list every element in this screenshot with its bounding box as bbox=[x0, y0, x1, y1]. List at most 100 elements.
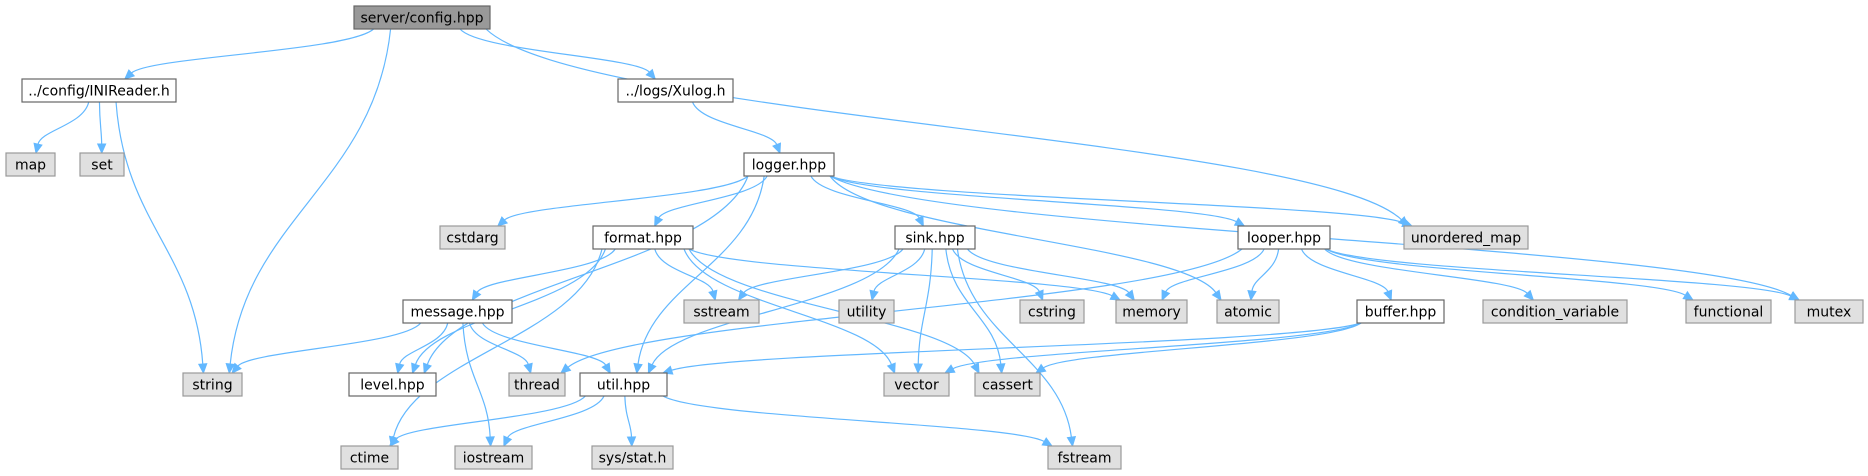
edge-looper-to-memory bbox=[1161, 248, 1265, 302]
node-box-ctime bbox=[340, 445, 399, 470]
edge-sink-to-fstream bbox=[956, 248, 1077, 448]
node-label-sysstat: sys/stat.h bbox=[599, 451, 667, 467]
node-box-iostream bbox=[454, 445, 533, 470]
edge-logger-to-format bbox=[654, 175, 768, 228]
edge-sink-to-utility bbox=[869, 248, 926, 302]
node-fstream: fstream bbox=[1047, 445, 1122, 470]
node-label-thread: thread bbox=[514, 378, 560, 394]
edge-buffer-to-vector bbox=[943, 322, 1362, 374]
node-cassert: cassert bbox=[974, 372, 1041, 397]
node-label-looper: looper.hpp bbox=[1247, 231, 1321, 247]
node-config[interactable]: server/config.hpp bbox=[353, 5, 491, 30]
edge-format-to-cassert bbox=[688, 248, 980, 375]
node-box-buffer bbox=[1356, 299, 1445, 324]
node-xulog[interactable]: ../logs/Xulog.h bbox=[617, 78, 734, 103]
node-label-format: format.hpp bbox=[604, 231, 682, 247]
node-cstdarg: cstdarg bbox=[439, 225, 506, 250]
node-box-fstream bbox=[1047, 445, 1122, 470]
node-box-condition_variable bbox=[1482, 299, 1628, 324]
node-functional: functional bbox=[1685, 299, 1772, 324]
edge-sink-to-cassert bbox=[945, 248, 1006, 375]
node-utility: utility bbox=[838, 299, 895, 324]
node-box-unordered_map bbox=[1403, 225, 1529, 250]
edge-looper-to-mutex bbox=[1325, 248, 1801, 301]
node-label-cstring: cstring bbox=[1028, 305, 1076, 321]
node-box-cstring bbox=[1019, 299, 1085, 324]
node-label-vector: vector bbox=[894, 378, 939, 394]
node-logger[interactable]: logger.hpp bbox=[743, 152, 835, 177]
node-inireader[interactable]: ../config/INIReader.h bbox=[21, 78, 177, 103]
node-box-sysstat bbox=[591, 445, 674, 470]
node-level[interactable]: level.hpp bbox=[348, 372, 437, 397]
node-box-looper bbox=[1237, 225, 1331, 250]
edge-sink-to-sstream bbox=[737, 248, 904, 302]
node-box-format bbox=[592, 225, 694, 250]
edge-message-to-string bbox=[231, 322, 422, 374]
node-box-level bbox=[348, 372, 437, 397]
node-box-set bbox=[79, 152, 125, 177]
node-box-config bbox=[353, 5, 491, 30]
node-box-utility bbox=[838, 299, 895, 324]
edge-config-to-xulog bbox=[459, 28, 657, 80]
node-label-sstream: sstream bbox=[693, 305, 749, 321]
node-thread: thread bbox=[508, 372, 566, 397]
node-buffer[interactable]: buffer.hpp bbox=[1356, 299, 1445, 324]
node-label-cstdarg: cstdarg bbox=[446, 231, 498, 247]
edge-looper-to-buffer bbox=[1300, 248, 1393, 302]
node-box-functional bbox=[1685, 299, 1772, 324]
node-sysstat: sys/stat.h bbox=[591, 445, 674, 470]
node-label-unordered_map: unordered_map bbox=[1411, 231, 1521, 247]
node-label-mutex: mutex bbox=[1807, 305, 1852, 321]
edge-format-to-message bbox=[471, 248, 616, 302]
node-util[interactable]: util.hpp bbox=[579, 372, 668, 397]
node-label-memory: memory bbox=[1122, 305, 1181, 321]
edge-sink-to-vector bbox=[913, 248, 933, 375]
node-sink[interactable]: sink.hpp bbox=[894, 225, 976, 250]
edge-logger-to-atomic bbox=[829, 175, 1222, 302]
edge-config-to-inireader bbox=[123, 28, 374, 80]
node-box-cassert bbox=[974, 372, 1041, 397]
node-box-cstdarg bbox=[439, 225, 506, 250]
node-box-xulog bbox=[617, 78, 734, 103]
node-label-ctime: ctime bbox=[350, 451, 389, 467]
node-label-iostream: iostream bbox=[463, 451, 525, 467]
edge-util-to-sysstat bbox=[624, 395, 637, 448]
node-label-fstream: fstream bbox=[1058, 451, 1112, 467]
node-label-message: message.hpp bbox=[410, 305, 504, 321]
node-sstream: sstream bbox=[683, 299, 760, 324]
node-condition_variable: condition_variable bbox=[1482, 299, 1628, 324]
node-box-mutex bbox=[1794, 299, 1864, 324]
node-label-functional: functional bbox=[1694, 305, 1764, 321]
node-box-map bbox=[5, 152, 56, 177]
node-label-string: string bbox=[192, 378, 232, 394]
node-box-string bbox=[182, 372, 243, 397]
node-box-inireader bbox=[21, 78, 177, 103]
node-label-inireader: ../config/INIReader.h bbox=[28, 84, 170, 100]
node-box-memory bbox=[1115, 299, 1188, 324]
edge-logger-to-util bbox=[633, 175, 765, 375]
node-unordered_map: unordered_map bbox=[1403, 225, 1529, 250]
node-label-sink: sink.hpp bbox=[905, 231, 964, 247]
edge-message-to-util bbox=[481, 322, 611, 375]
node-map: map bbox=[5, 152, 56, 177]
edge-message-to-thread bbox=[468, 322, 533, 375]
node-box-thread bbox=[508, 372, 566, 397]
edge-sink-to-memory bbox=[966, 248, 1135, 301]
node-format[interactable]: format.hpp bbox=[592, 225, 694, 250]
node-label-utility: utility bbox=[847, 305, 887, 321]
node-label-map: map bbox=[15, 158, 46, 174]
node-looper[interactable]: looper.hpp bbox=[1237, 225, 1331, 250]
edge-looper-to-condition_variable bbox=[1324, 248, 1535, 301]
edges-layer bbox=[33, 28, 1801, 448]
node-label-condition_variable: condition_variable bbox=[1491, 305, 1619, 321]
edge-format-to-vector bbox=[683, 248, 896, 375]
node-message[interactable]: message.hpp bbox=[402, 299, 513, 324]
edge-util-to-ctime bbox=[389, 395, 586, 447]
edge-message-to-iostream bbox=[462, 322, 495, 448]
nodes-layer: server/config.hpp ../config/INIReader.h..… bbox=[5, 5, 1864, 470]
edge-looper-to-atomic bbox=[1247, 248, 1280, 302]
node-vector: vector bbox=[883, 372, 950, 397]
node-iostream: iostream bbox=[454, 445, 533, 470]
edge-logger-to-cstdarg bbox=[496, 175, 749, 227]
edge-sink-to-util bbox=[647, 248, 900, 375]
